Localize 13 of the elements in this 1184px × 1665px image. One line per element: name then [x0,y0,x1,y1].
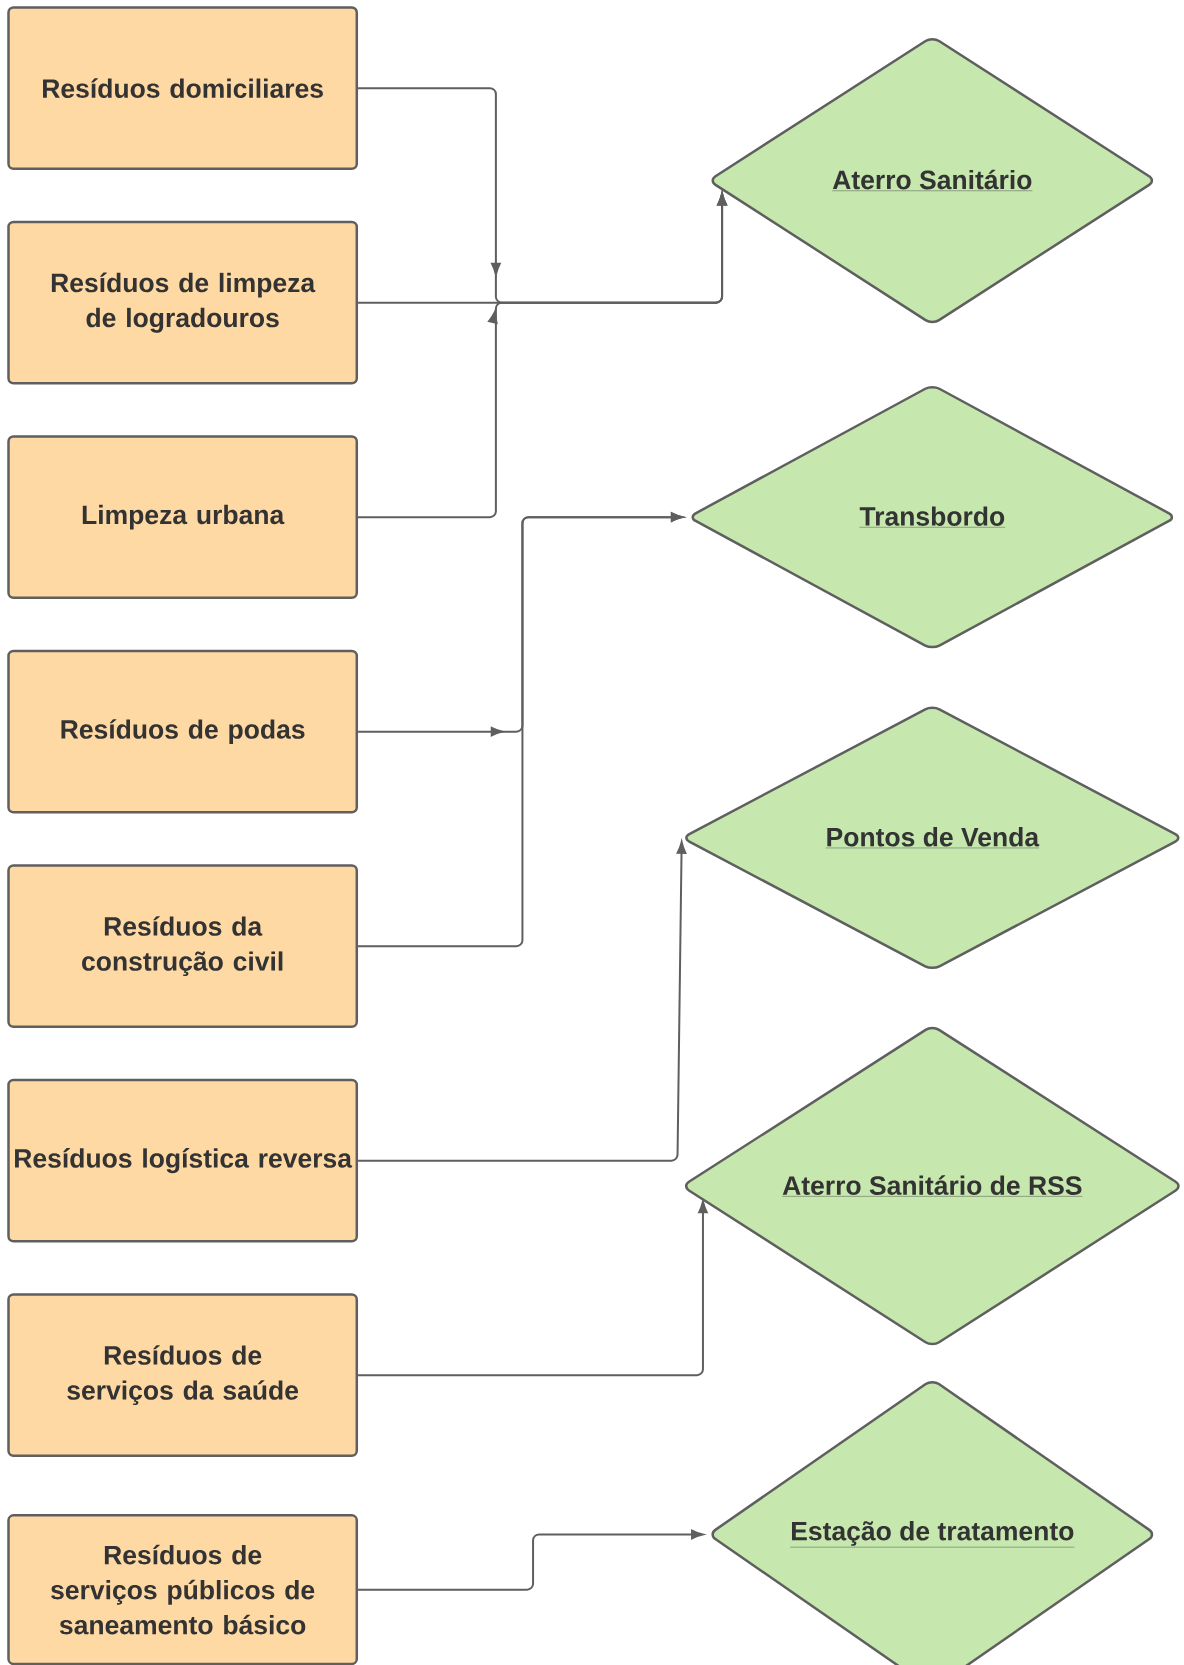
arrow [357,1200,708,1377]
arrow [357,512,684,948]
process-box: Resíduos de serviços públicos de saneamento básico [7,1514,359,1665]
process-box: Resíduos logística reversa [7,1078,359,1243]
process-box: Resíduos de serviços da saúde [7,1293,359,1458]
arrow [357,1529,704,1591]
process-box: Resíduos de limpeza de logradouros [7,220,359,385]
arrow [357,192,727,519]
process-box: Resíduos de podas [7,649,359,814]
process-box: Resíduos domiciliares [7,6,359,171]
process-box: Limpeza urbana [7,435,359,600]
arrow [357,841,687,1162]
process-box: Resíduos da construção civil [7,864,359,1029]
